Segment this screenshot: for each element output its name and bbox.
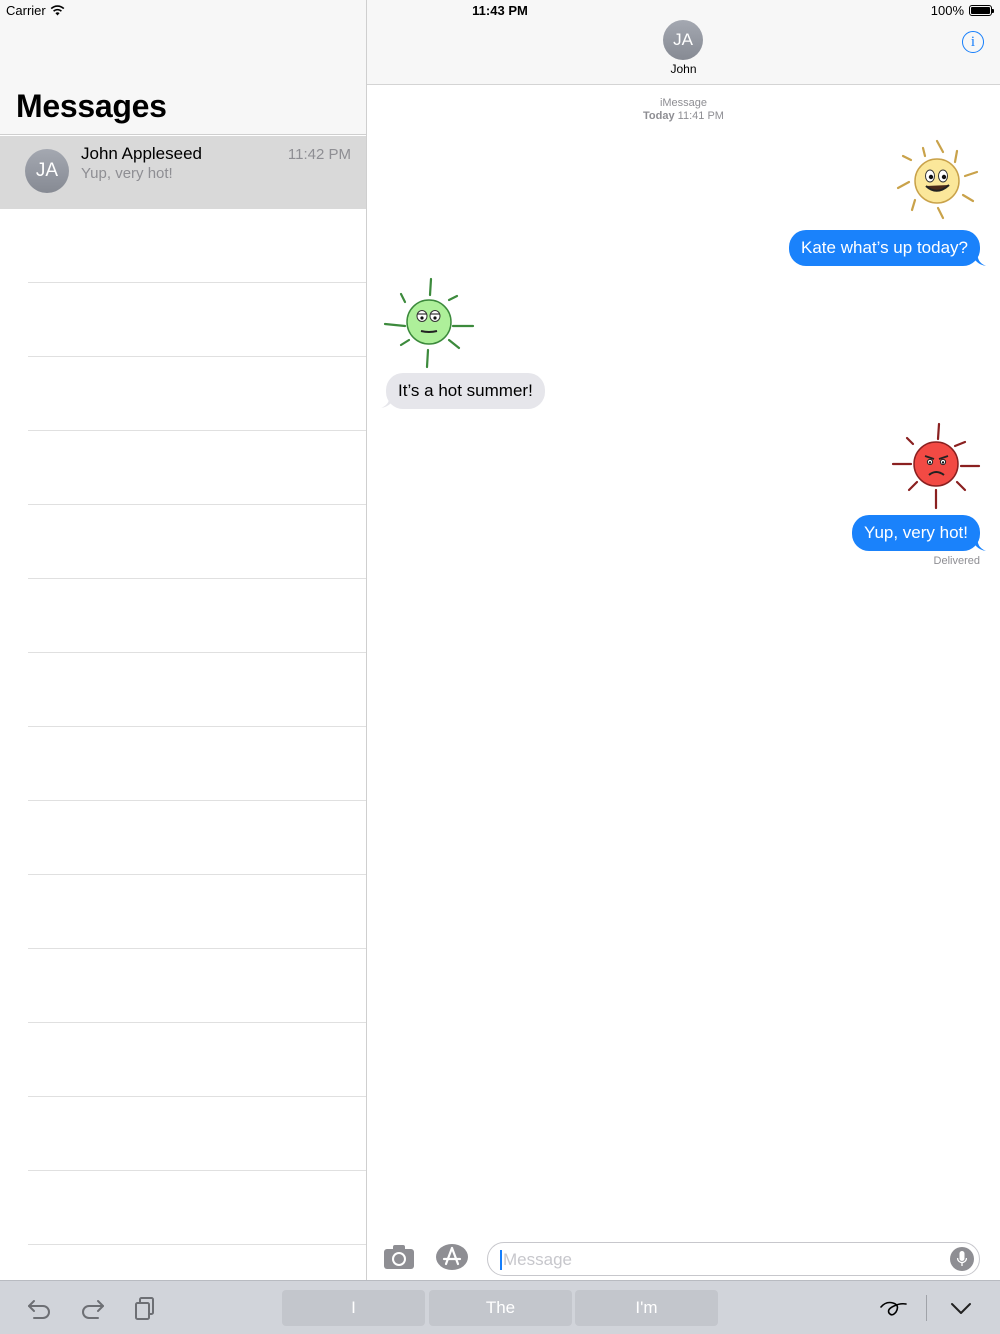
paste-icon[interactable] (132, 1295, 160, 1321)
suggestion-label: The (485, 1298, 516, 1317)
contact-avatar[interactable]: JA (663, 20, 703, 60)
suggestion-label: I (351, 1298, 356, 1317)
contact-name[interactable]: John (670, 62, 697, 76)
redo-icon[interactable] (78, 1295, 106, 1321)
page-title: Messages (16, 88, 167, 124)
wifi-icon (50, 5, 65, 16)
divider (28, 505, 366, 579)
pane-divider (366, 0, 367, 1280)
divider (28, 1023, 366, 1097)
sleepy-green-sun-sticker[interactable] (381, 276, 477, 370)
suggestion-label: I'm (635, 1298, 658, 1317)
status-right: 100% (930, 3, 994, 18)
happy-sun-sticker[interactable] (893, 138, 981, 224)
text-caret (500, 1250, 502, 1270)
conversation-time: 11:42 PM (287, 146, 351, 163)
divider (28, 579, 366, 653)
bubble-tail (972, 537, 986, 551)
carrier-label: Carrier (6, 3, 46, 18)
bubble-tail (972, 252, 986, 266)
message-text: Yup, very hot! (864, 523, 968, 542)
message-bubble-outgoing[interactable]: Yup, very hot! (852, 515, 980, 551)
delivery-status: Delivered (933, 555, 980, 567)
conversation-row-john-appleseed[interactable]: JA John Appleseed Yup, very hot! 11:42 P… (0, 136, 366, 209)
divider (926, 1295, 927, 1321)
divider (28, 283, 366, 357)
message-text: Kate what’s up today? (801, 238, 968, 257)
divider (28, 949, 366, 1023)
divider (28, 653, 366, 727)
suggestion-2[interactable]: The (429, 1290, 572, 1326)
avatar: JA (25, 149, 69, 193)
divider (28, 431, 366, 505)
message-input-bar: Message (367, 1236, 1000, 1280)
suggestion-3[interactable]: I'm (575, 1290, 718, 1326)
handwriting-icon[interactable] (878, 1295, 908, 1321)
message-placeholder: Message (503, 1250, 572, 1269)
undo-icon[interactable] (26, 1295, 54, 1321)
conversation-preview: Yup, very hot! (81, 165, 173, 182)
info-icon: i (970, 33, 976, 50)
divider (28, 727, 366, 801)
conversation-header: JA John i (367, 0, 1000, 85)
divider (28, 801, 366, 875)
conversation-list-pane: Messages JA John Appleseed Yup, very hot… (0, 0, 366, 1280)
divider (28, 209, 366, 283)
status-time: 11:43 PM (472, 3, 528, 18)
divider (28, 1171, 366, 1245)
divider (28, 875, 366, 949)
message-text: It’s a hot summer! (398, 381, 533, 400)
status-bar: Carrier 11:43 PM 100% (0, 0, 1000, 20)
conversation-list-header: Messages (0, 0, 366, 135)
empty-rows (28, 209, 366, 1245)
message-bubble-incoming[interactable]: It’s a hot summer! (386, 373, 545, 409)
divider (28, 1097, 366, 1171)
app-store-icon[interactable] (435, 1242, 469, 1272)
conversation-pane: JA John i iMessage Today 11:41 PM Kate w… (367, 0, 1000, 1280)
bubble-tail (381, 394, 395, 408)
microphone-icon[interactable] (950, 1247, 974, 1271)
info-button[interactable]: i (962, 31, 984, 53)
battery-percent: 100% (930, 3, 964, 18)
message-bubble-outgoing[interactable]: Kate what’s up today? (789, 230, 980, 266)
thread-timestamp: iMessage Today 11:41 PM (367, 97, 1000, 123)
camera-icon[interactable] (383, 1244, 415, 1270)
angry-red-sun-sticker[interactable] (889, 420, 983, 512)
suggestion-1[interactable]: I (282, 1290, 425, 1326)
divider (28, 357, 366, 431)
timestamp-day: Today (643, 110, 675, 122)
dismiss-keyboard-icon[interactable] (947, 1295, 975, 1321)
conversation-name: John Appleseed (81, 144, 202, 163)
message-input[interactable]: Message (487, 1242, 980, 1276)
service-label: iMessage (659, 97, 708, 109)
status-left: Carrier (6, 3, 65, 18)
battery-icon (969, 5, 994, 16)
timestamp-time: 11:41 PM (677, 110, 724, 122)
keyboard-shortcut-bar: I The I'm (0, 1280, 1000, 1334)
